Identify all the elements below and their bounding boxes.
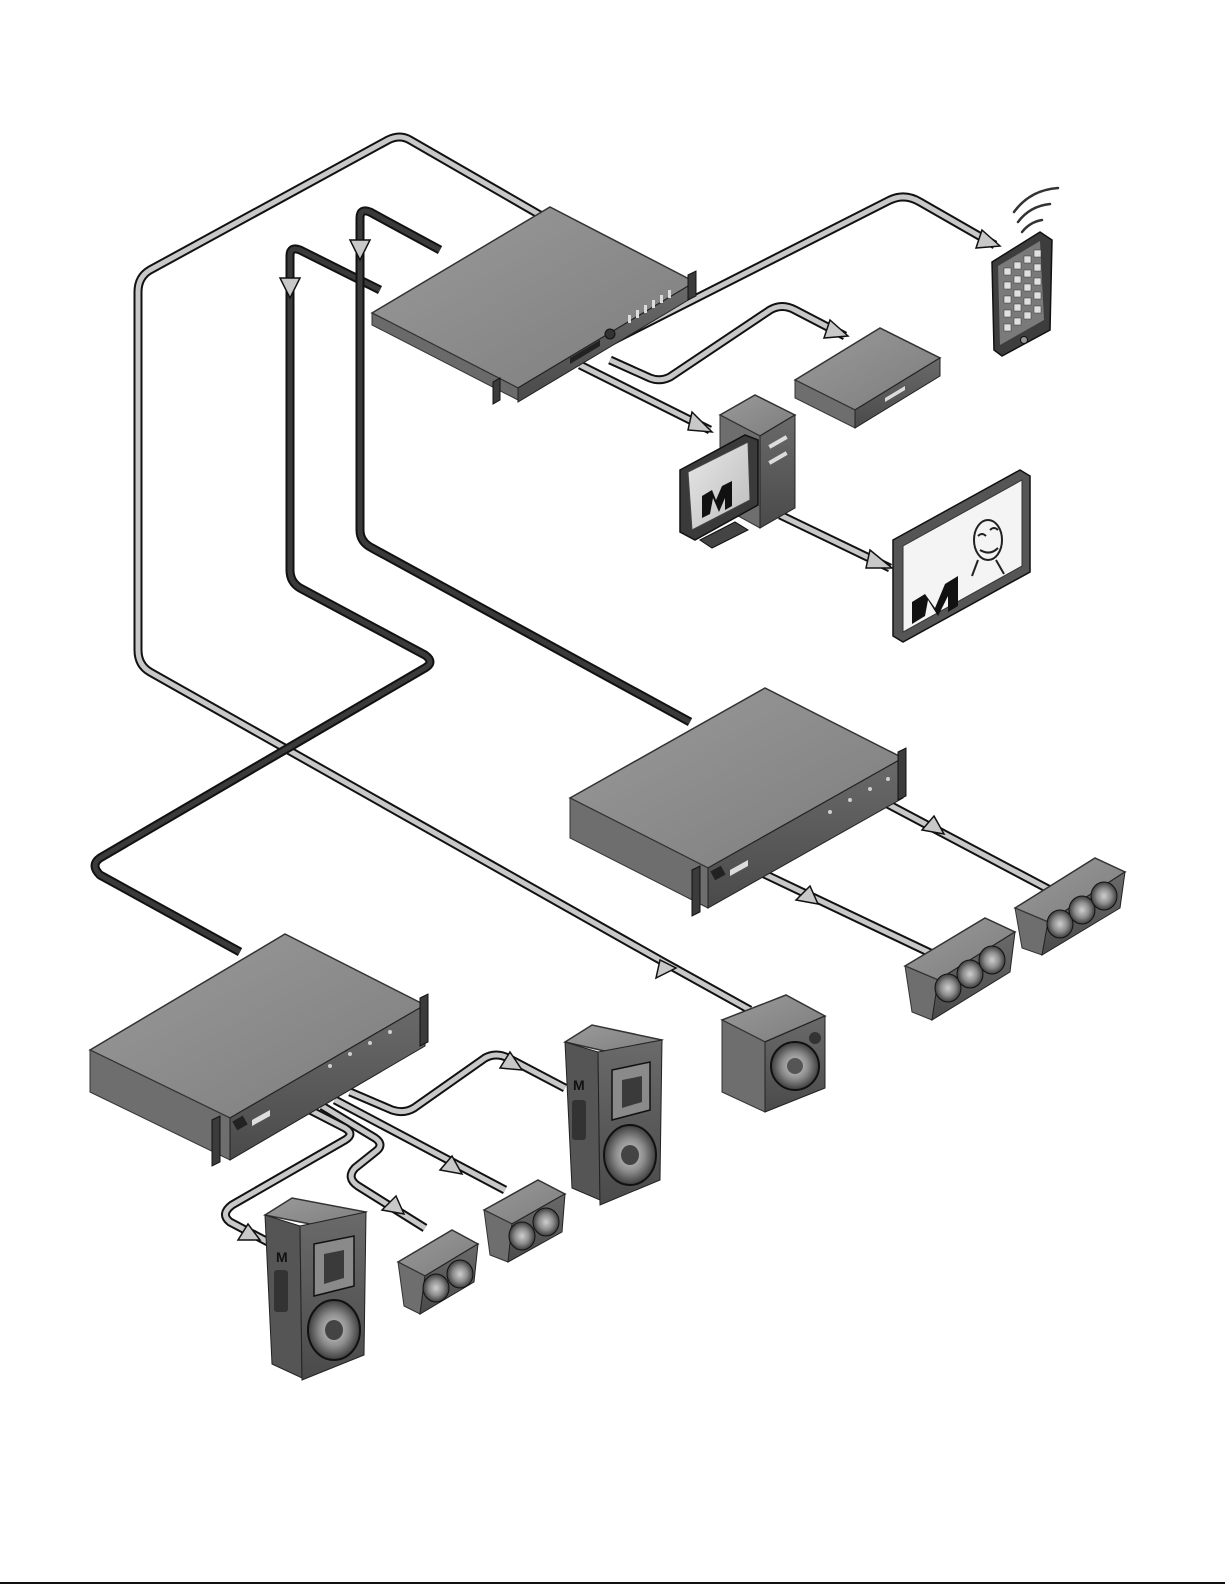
arrow-icon — [350, 240, 370, 260]
cable-processor-to-subwoofer — [656, 960, 750, 1010]
cable-processor-to-amplifier-left-dark — [95, 249, 430, 952]
speaker-logo-text: M — [573, 1077, 585, 1093]
arrow-icon — [922, 816, 944, 834]
subwoofer — [722, 995, 825, 1112]
home-button-icon — [1021, 337, 1028, 344]
flat-display — [893, 470, 1030, 642]
speaker-triple-lower — [905, 918, 1015, 1020]
speaker-tall-front: M — [265, 1198, 366, 1380]
processor-knob — [605, 329, 615, 339]
speaker-logo-text: M — [276, 1249, 288, 1265]
speaker-triple-upper — [1015, 858, 1125, 955]
media-player — [795, 328, 940, 428]
wifi-signal-icon — [1014, 188, 1058, 232]
speaker-dual-lower — [398, 1230, 478, 1314]
arrow-icon — [688, 412, 712, 432]
cable-amp-right-to-triple-upper — [880, 800, 1050, 890]
cable-amp-left-to-dual-upper — [335, 1100, 505, 1190]
smartphone — [992, 188, 1058, 356]
speaker-dual-upper — [484, 1180, 565, 1262]
driver-icon — [1091, 882, 1117, 910]
driver-icon — [509, 1222, 535, 1250]
amplifier-right — [570, 688, 906, 916]
cable-computer-to-display — [780, 515, 892, 568]
amplifier-left — [90, 934, 428, 1166]
monitor — [680, 435, 758, 548]
page-footer-rule — [0, 1575, 1225, 1585]
driver-icon — [447, 1260, 473, 1288]
arrow-icon — [866, 550, 892, 568]
cable-amp-right-to-triple-lower — [760, 872, 945, 960]
driver-icon — [979, 946, 1005, 974]
driver-icon — [423, 1274, 449, 1302]
arrow-icon — [280, 278, 300, 298]
driver-icon — [533, 1208, 559, 1236]
speaker-tall-back — [565, 1025, 662, 1205]
